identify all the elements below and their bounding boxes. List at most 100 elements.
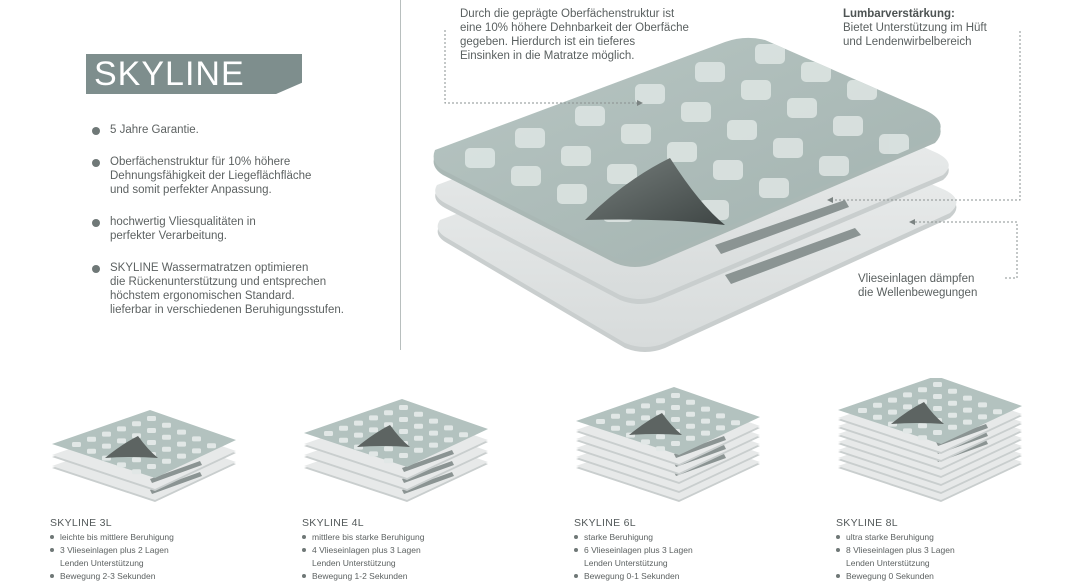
texture-dot [429,442,438,448]
texture-dot [414,435,423,441]
product-feature-item: Bewegung 0 Sekunden [836,570,955,583]
peeled-corner [357,425,410,447]
product-feature-text: ultra starke Beruhigung [846,532,934,542]
texture-dot [429,418,438,424]
peeled-corner [585,158,725,225]
texture-dot [399,405,408,410]
product-feature-text: Lenden Unterstützung [312,558,396,568]
bullet-icon [302,535,306,539]
feature-text: SKYLINE Wassermatratzen optimieren [110,262,309,274]
product-feature-text: 4 Vlieseinlagen plus 3 Lagen [312,545,421,555]
texture-dot [716,425,725,431]
fleece-annotation: Vlieseinlagen dämpfen die Wellenbewegung… [858,272,977,300]
texture-dot [354,432,363,438]
product-feature-text: starke Beruhigung [584,532,653,542]
feature-text: die Rückenunterstützung und entsprechen [110,276,327,288]
texture-dot [948,424,957,430]
texture-dot [147,428,156,433]
texture-dot [656,434,665,440]
texture-dot [671,441,680,446]
feature-text: hochwertig Vliesqualitäten in [110,216,256,228]
texture-dot [963,395,972,401]
texture-dot [177,441,186,447]
texture-dot [686,411,695,417]
textured-top-layer [433,37,941,267]
product-feature-item: mittlere bis starke Beruhigung [302,531,424,544]
bullet-icon [92,159,100,167]
texture-dot [626,408,635,414]
texture-dot [903,392,912,398]
texture-dot [716,413,725,419]
bullet-icon [574,574,578,578]
page-title: SKYLINE [94,55,245,93]
texture-dot [948,400,957,406]
texture-dot [414,447,423,453]
peeled-corner [629,413,682,435]
texture-dot [369,451,378,457]
peeled-corner [105,436,158,458]
lumbar-annotation: Lumbarverstärkung: Bietet Unterstützung … [843,7,987,49]
feature-text: und somit perfekter Anpassung. [110,184,272,196]
lumbar-pad [402,450,454,472]
bullet-icon [50,574,54,578]
bullet-icon [50,548,54,552]
texture-dot [933,406,942,411]
texture-dot [399,429,408,434]
texture-dot [384,410,393,416]
texture-dot [641,403,650,409]
texture-dot [147,416,156,421]
product-feature-text: Bewegung 1-2 Sekunden [312,571,408,581]
texture-dot [132,469,141,475]
texture-dot [671,417,680,422]
texture-dot [873,414,882,420]
texture-dot [888,409,897,415]
lumbar-heading: Lumbarverstärkung: [843,8,955,20]
texture-dot [192,436,201,442]
lumbar-pad [936,424,988,446]
leader-lines [444,30,1021,279]
texture-dot [147,464,156,469]
feature-text: Oberfächenstruktur für 10% höhere [110,156,291,168]
product-feature-text: 3 Vlieseinlagen plus 2 Lagen [60,545,169,555]
texture-dot [993,409,1002,415]
product-features: ultra starke Beruhigung 8 Vlieseinlagen p… [836,531,955,583]
product-feature-item: leichte bis mittlere Beruhigung [50,531,174,544]
texture-dot [444,437,453,443]
texture-dot [162,446,171,452]
mattress-stack-icon [304,399,488,502]
vertical-divider [400,0,401,350]
texture-dot [117,462,126,468]
texture-dot [162,422,171,428]
texture-dot [147,440,156,445]
feature-item: SKYLINE Wassermatratzen optimieren die Rü… [92,261,382,317]
texture-dot [903,428,912,434]
lumbar-pad [725,228,861,284]
texture-dot [384,422,393,428]
texture-dot [339,425,348,431]
texture-dot [963,407,972,413]
peeled-corner [891,402,944,424]
texture-dot [369,427,378,433]
texture-dot [656,410,665,416]
product-feature-text: Bewegung 0-1 Sekunden [584,571,680,581]
texture-dot [399,453,408,458]
texture-dot [656,398,665,404]
annotation-line: Vlieseinlagen dämpfen [858,273,975,285]
texture-dot [858,408,867,413]
annotation-line: Bietet Unterstützung im Hüft [843,22,987,34]
product-feature-item: Bewegung 0-1 Sekunden [574,570,693,583]
texture-dot [369,415,378,421]
texture-dot [671,405,680,410]
product-feature-text: Lenden Unterstützung [60,558,144,568]
feature-text: Dehnungsfähigkeit der Liegeflächfläche [110,170,312,182]
texture-dot [888,397,897,403]
texture-dot [339,437,348,443]
